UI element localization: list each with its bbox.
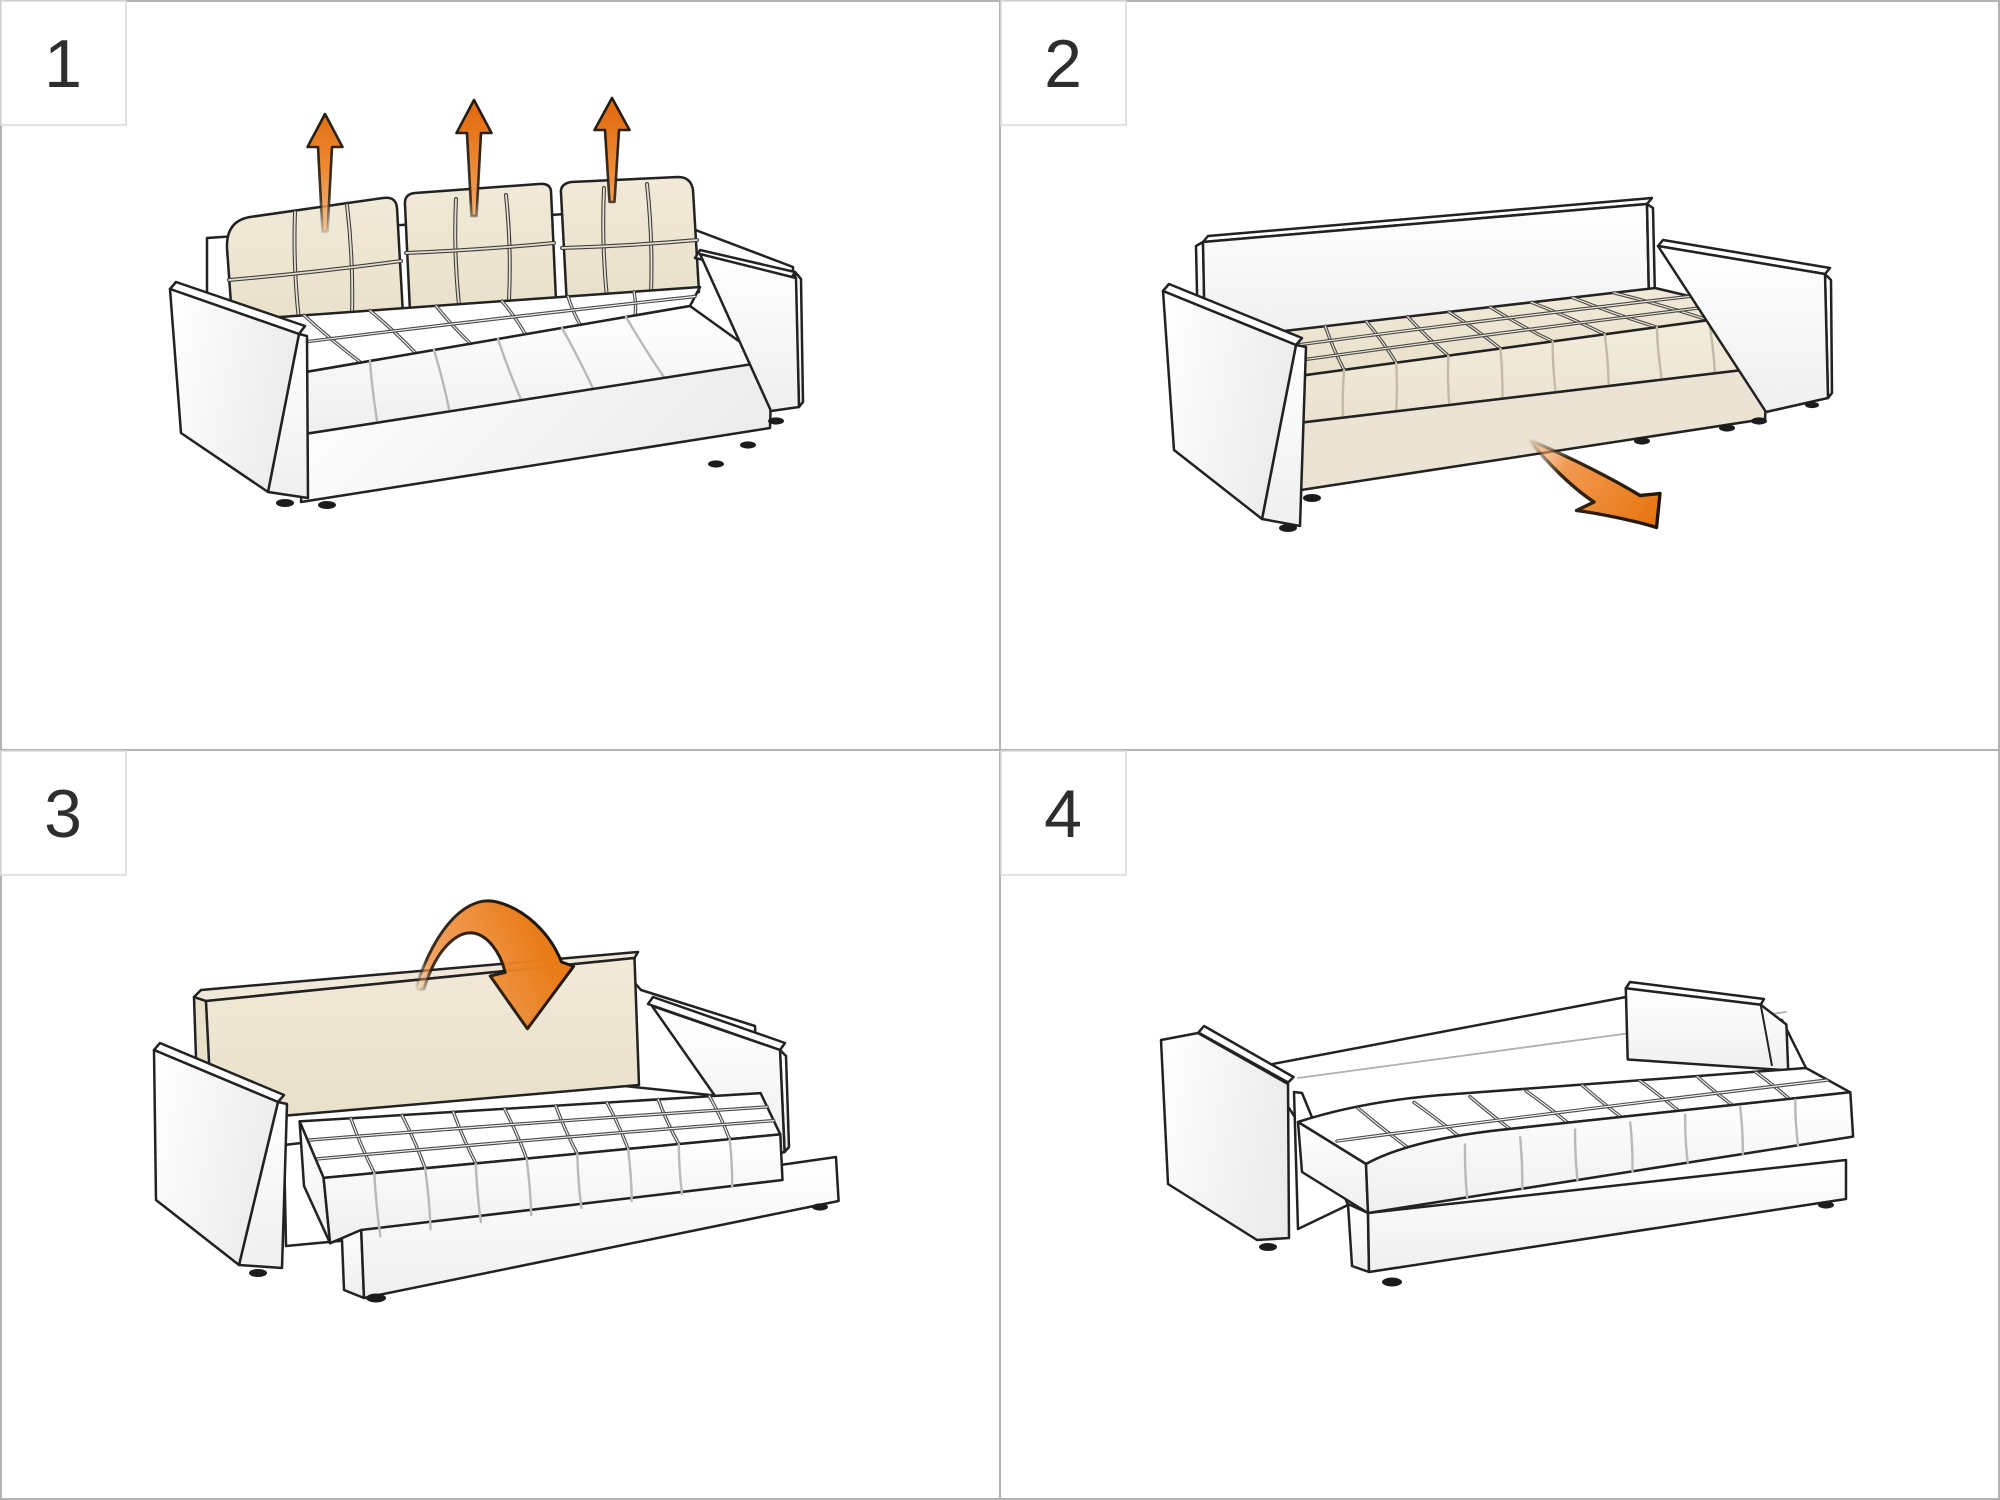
svg-text:1: 1: [44, 26, 82, 102]
svg-text:4: 4: [1044, 776, 1082, 852]
svg-text:2: 2: [1044, 26, 1082, 102]
svg-text:3: 3: [44, 776, 82, 852]
